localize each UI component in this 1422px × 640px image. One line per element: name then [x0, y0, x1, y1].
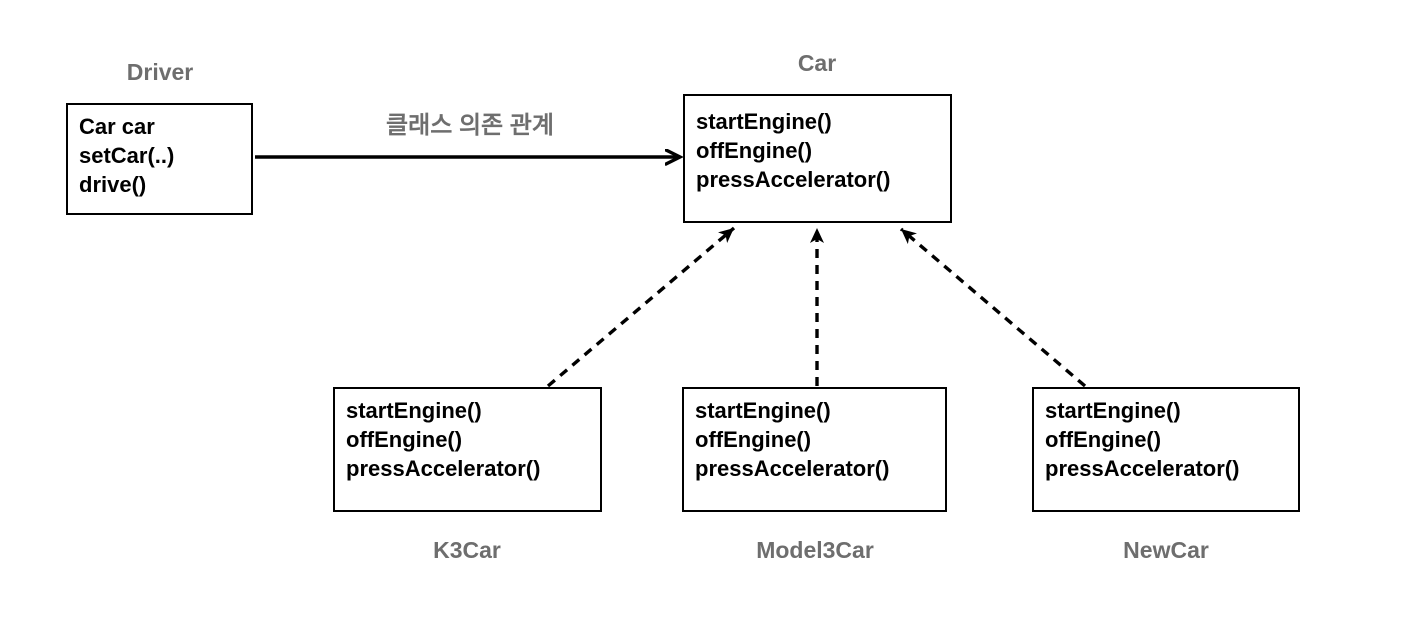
- model3car-member-method: pressAccelerator(): [695, 456, 890, 481]
- driver-class-name: Driver: [126, 59, 194, 85]
- car-member-method: startEngine(): [696, 109, 832, 134]
- implements-arrow-k3car-to-car: [546, 226, 736, 388]
- newcar-class-name: NewCar: [1123, 537, 1209, 563]
- k3car-member-method: startEngine(): [346, 398, 482, 423]
- model3car-class-box: startEngine() offEngine() pressAccelerat…: [682, 387, 947, 512]
- newcar-class-box: startEngine() offEngine() pressAccelerat…: [1032, 387, 1300, 512]
- model3car-class-name: Model3Car: [756, 537, 874, 563]
- k3car-class-name: K3Car: [433, 537, 501, 563]
- car-member-method: pressAccelerator(): [696, 167, 891, 192]
- newcar-member-method: pressAccelerator(): [1045, 456, 1240, 481]
- model3car-member-method: offEngine(): [695, 427, 812, 452]
- k3car-member-method: offEngine(): [346, 427, 463, 452]
- driver-member-field: Car car: [79, 114, 155, 139]
- car-member-method: offEngine(): [696, 138, 813, 163]
- model3car-member-method: startEngine(): [695, 398, 831, 423]
- implements-arrow-newcar-to-car: [899, 227, 1087, 388]
- driver-member-method: setCar(..): [79, 143, 175, 168]
- newcar-member-method: startEngine(): [1045, 398, 1181, 423]
- k3car-class-box: startEngine() offEngine() pressAccelerat…: [333, 387, 602, 512]
- car-class-box: startEngine() offEngine() pressAccelerat…: [683, 94, 952, 223]
- dependency-relation-label: 클래스 의존 관계: [386, 112, 554, 139]
- car-class-name: Car: [797, 50, 837, 76]
- driver-class-box: Car car setCar(..) drive(): [66, 103, 253, 215]
- k3car-member-method: pressAccelerator(): [346, 456, 541, 481]
- newcar-member-method: offEngine(): [1045, 427, 1162, 452]
- driver-member-method: drive(): [79, 172, 147, 197]
